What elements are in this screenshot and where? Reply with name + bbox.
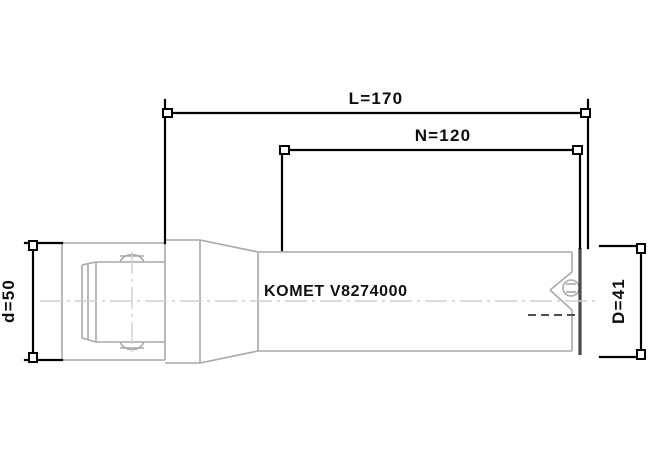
cutting-tip bbox=[528, 248, 582, 355]
d-terminator-bottom bbox=[28, 352, 38, 363]
coupling-top-taper bbox=[81, 261, 97, 266]
D-dimension-label: D=41 bbox=[609, 278, 628, 324]
N-dimension-label: N=120 bbox=[415, 126, 472, 145]
tool-body-group bbox=[40, 239, 600, 364]
dimension-projection-length: N=120 bbox=[279, 126, 583, 252]
L-dimension-label: L=170 bbox=[349, 89, 404, 108]
taper-top-line bbox=[199, 239, 259, 253]
shank-coupling bbox=[81, 261, 165, 343]
body-engraving-text: KOMET V8274000 bbox=[264, 283, 408, 300]
d-dimension-label: d=50 bbox=[0, 279, 18, 323]
dimension-cutting-diameter: D=41 bbox=[598, 243, 647, 360]
d-terminator-top bbox=[28, 240, 38, 251]
D-terminator-bottom bbox=[636, 349, 646, 360]
insert-screw-circle bbox=[562, 279, 580, 297]
dimension-shank-diameter: d=50 bbox=[0, 240, 64, 363]
N-terminator-left bbox=[279, 145, 290, 155]
D-terminator-top bbox=[636, 243, 646, 254]
tip-chamfer-lower bbox=[549, 289, 573, 311]
dimension-overall-length: L=170 bbox=[162, 89, 591, 250]
taper-bottom-line bbox=[199, 350, 259, 364]
tip-chamfer-upper bbox=[549, 271, 573, 291]
L-terminator-left bbox=[162, 108, 173, 118]
L-terminator-right bbox=[580, 108, 591, 118]
conical-taper bbox=[199, 239, 259, 364]
N-terminator-right bbox=[572, 145, 583, 155]
coupling-bottom-taper bbox=[81, 337, 97, 343]
